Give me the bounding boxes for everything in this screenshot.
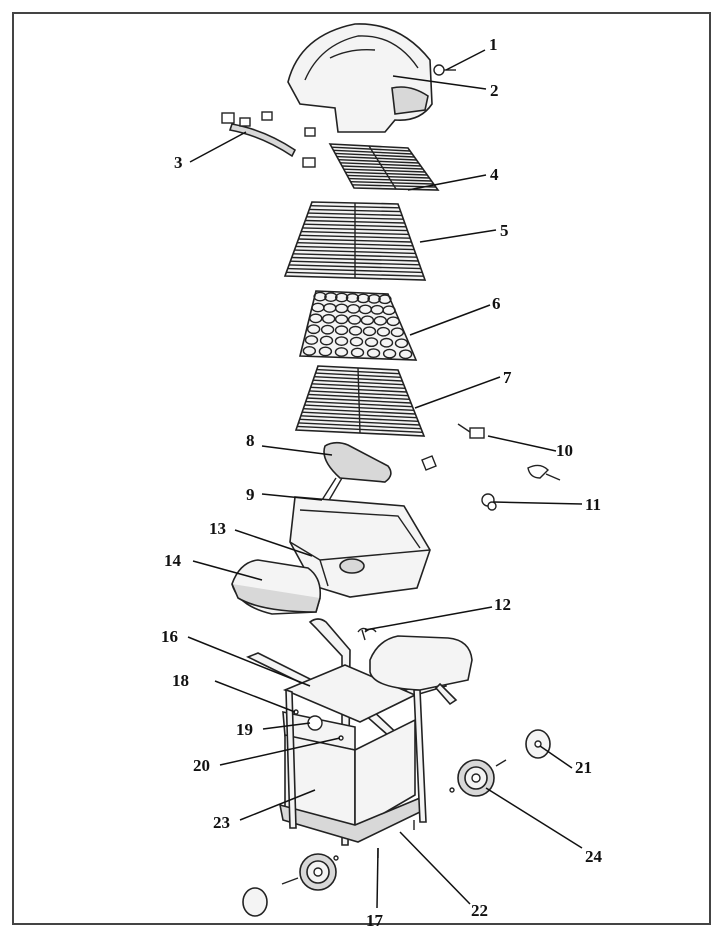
part-handle xyxy=(221,111,316,168)
callout-21: 21 xyxy=(575,758,592,777)
part-cooking-grate xyxy=(283,201,427,281)
part-side-shelf-left xyxy=(231,559,322,615)
callout-2: 2 xyxy=(490,81,499,100)
callout-1: 1 xyxy=(489,35,498,54)
part-burner xyxy=(323,441,392,483)
callout-12: 12 xyxy=(494,595,511,614)
callout-22: 22 xyxy=(471,901,488,920)
callout-5: 5 xyxy=(500,221,509,240)
callout-11: 11 xyxy=(585,495,601,514)
part-10-fitting xyxy=(421,423,561,481)
callout-13: 13 xyxy=(209,519,226,538)
part-cart-frame xyxy=(246,618,448,846)
part-venturi-tube xyxy=(321,477,343,503)
callout-24: 24 xyxy=(585,847,603,866)
callout-3: 3 xyxy=(174,153,183,172)
diagram-border xyxy=(12,12,711,925)
callout-18: 18 xyxy=(172,671,189,690)
part-firebox xyxy=(289,496,431,598)
callout-4: 4 xyxy=(490,165,499,184)
callout-16: 16 xyxy=(161,627,178,646)
callout-8: 8 xyxy=(246,431,255,450)
part-warming-rack xyxy=(328,143,440,191)
callout-19: 19 xyxy=(236,720,253,739)
callout-23: 23 xyxy=(213,813,230,832)
part-wheel-right xyxy=(449,759,507,797)
callout-10: 10 xyxy=(556,441,573,460)
callout-20: 20 xyxy=(193,756,210,775)
callout-14: 14 xyxy=(164,551,182,570)
part-hubcap-right xyxy=(525,729,551,759)
part-hubcap-left xyxy=(242,887,268,917)
part-side-shelf-right xyxy=(369,635,473,706)
callout-labels: 1 2 3 4 5 6 7 8 9 10 11 12 13 14 16 18 1… xyxy=(161,35,603,930)
part-11-clip xyxy=(481,493,497,511)
callout-17: 17 xyxy=(366,911,384,930)
callout-6: 6 xyxy=(492,294,501,313)
part-wheel-left xyxy=(281,853,339,891)
callout-9: 9 xyxy=(246,485,255,504)
part-lid xyxy=(287,23,433,133)
leader-lines xyxy=(187,49,583,909)
callout-7: 7 xyxy=(503,368,512,387)
part-lower-grate xyxy=(294,365,426,437)
part-briquette-grate xyxy=(298,290,418,361)
